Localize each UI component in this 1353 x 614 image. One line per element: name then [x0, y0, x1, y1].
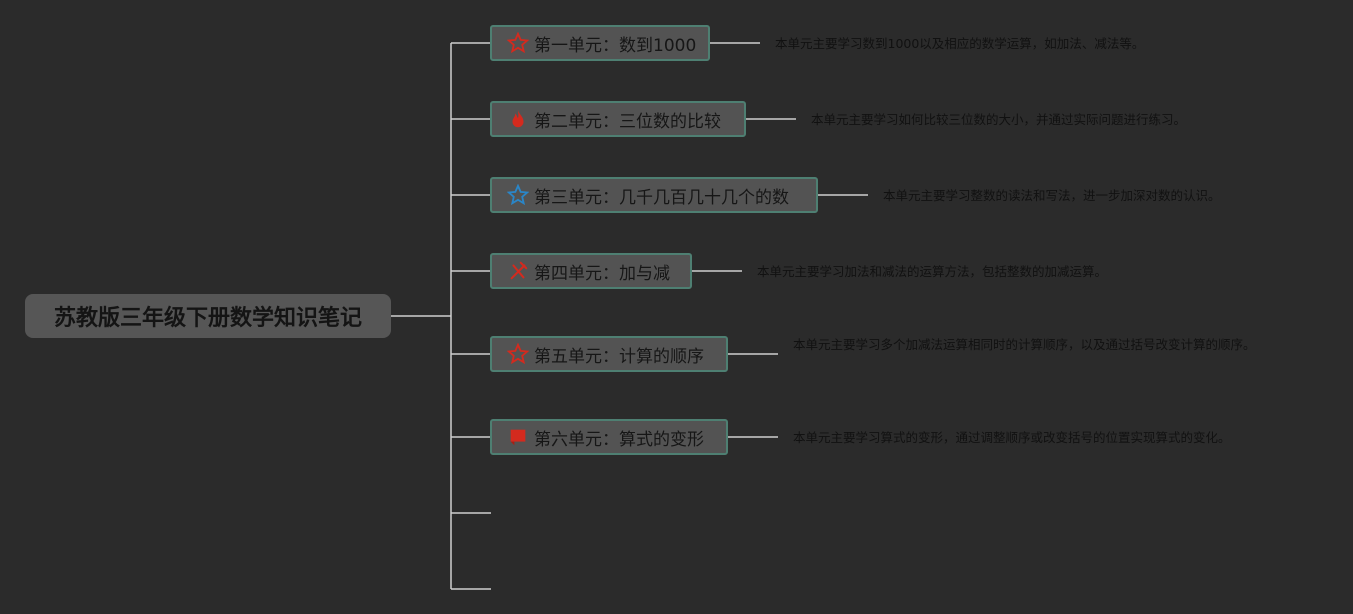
unit-4-title: 第四单元：加与减 — [534, 263, 670, 284]
unit-5-description: 本单元主要学习多个加减法运算相同时的计算顺序，以及通过括号改变计算的顺序。 — [793, 337, 1256, 352]
root-title: 苏教版三年级下册数学知识笔记 — [53, 306, 362, 331]
unit-6-description: 本单元主要学习算式的变形，通过调整顺序或改变括号的位置实现算式的变化。 — [793, 430, 1231, 445]
unit-5-node[interactable]: 第五单元：计算的顺序 — [490, 336, 728, 372]
tools-icon — [506, 259, 530, 283]
unit-1-description: 本单元主要学习数到1000以及相应的数学运算，如加法、减法等。 — [775, 36, 1145, 51]
star-outline-blue-icon — [506, 183, 530, 207]
unit-1-title: 第一单元：数到1000 — [534, 35, 697, 56]
star-outline-icon — [506, 342, 530, 366]
unit-6-node[interactable]: 第六单元：算式的变形 — [490, 419, 728, 455]
star-outline-icon — [506, 31, 530, 55]
unit-3-title: 第三单元：几千几百几十几个的数 — [534, 187, 789, 208]
unit-2-description: 本单元主要学习如何比较三位数的大小，并通过实际问题进行练习。 — [811, 112, 1187, 127]
unit-3-node[interactable]: 第三单元：几千几百几十几个的数 — [490, 177, 818, 213]
unit-2-title: 第二单元：三位数的比较 — [534, 111, 721, 132]
root-topic[interactable]: 苏教版三年级下册数学知识笔记 — [25, 294, 391, 338]
unit-1-node[interactable]: 第一单元：数到1000 — [490, 25, 710, 61]
unit-4-node[interactable]: 第四单元：加与减 — [490, 253, 692, 289]
fire-icon — [506, 107, 530, 131]
unit-6-title: 第六单元：算式的变形 — [534, 429, 704, 450]
unit-2-node[interactable]: 第二单元：三位数的比较 — [490, 101, 746, 137]
unit-3-description: 本单元主要学习整数的读法和写法，进一步加深对数的认识。 — [883, 188, 1221, 203]
unit-5-title: 第五单元：计算的顺序 — [534, 346, 704, 367]
flag-icon — [506, 425, 530, 449]
unit-4-description: 本单元主要学习加法和减法的运算方法，包括整数的加减运算。 — [757, 264, 1108, 279]
